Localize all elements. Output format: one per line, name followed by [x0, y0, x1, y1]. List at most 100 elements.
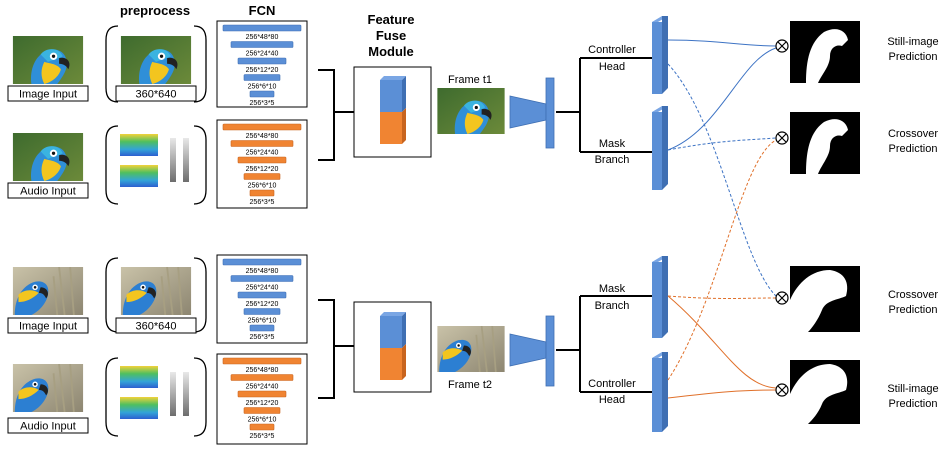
otimes-icon-2: [775, 131, 789, 145]
fcn-layer-label-audio2-5: 256*3*5: [250, 433, 275, 440]
branch-split-2: [556, 295, 652, 393]
fcn-layer-label-image2-1: 256*48*80: [246, 268, 279, 275]
fcn-layer-label-image2-5: 256*3*5: [250, 334, 275, 341]
spectrogram-2a: [120, 366, 158, 388]
fcn-layer-label-image2-3: 256*12*20: [246, 301, 279, 308]
preprocess-image-1: 360*640: [105, 25, 207, 103]
audio-input-label-2: Audio Input: [20, 421, 76, 433]
parrot-image-1: [12, 36, 84, 84]
fcn-layer-bar-image1-5: [249, 90, 275, 98]
top-mask-label-1: Mask: [599, 138, 626, 150]
fcn-layer-bar-audio1-2: [230, 140, 294, 147]
fcn-box-image-2: 256*48*80 256*24*40 256*12*20 256*6*10 256*3…: [216, 254, 308, 344]
fcn-layer-label-image1-2: 256*24*40: [246, 51, 279, 58]
prediction-2-line1: Crossover: [888, 128, 938, 140]
fcn-box-audio-1: 256*48*80 256*24*40 256*12*20 256*6*10 256*3…: [216, 119, 308, 209]
prediction-3-line1: Crossover: [888, 289, 938, 301]
prediction-1-line2: Prediction: [889, 51, 938, 63]
mask-still-image-1: [790, 21, 860, 83]
fcn-layer-bar-image2-5: [249, 324, 275, 332]
fcn-layer-bar-audio2-5: [249, 423, 275, 431]
fcn-layer-bar-audio2-1: [222, 357, 302, 365]
fcn-layer-label-image2-2: 256*24*40: [246, 285, 279, 292]
top-controller-label-1: Controller: [588, 44, 636, 56]
fcn-layer-bar-image2-1: [222, 258, 302, 266]
fcn-layer-label-audio1-5: 256*3*5: [250, 199, 275, 206]
bot-mask-label-1: Mask: [599, 283, 626, 295]
fcn-layer-label-image1-5: 256*3*5: [250, 100, 275, 107]
audio-input-label-1: Audio Input: [20, 186, 76, 198]
fcn-layer-bar-image1-3: [237, 57, 287, 65]
fcn-layer-bar-image1-4: [243, 74, 281, 81]
prediction-3-line2: Prediction: [889, 304, 938, 316]
fcn-layer-bar-audio1-1: [222, 123, 302, 131]
fcn-merge-bracket-2: [318, 299, 354, 399]
branch-split-1: [556, 57, 652, 153]
encoder-trapezoid-1: [509, 77, 555, 149]
fcn-layer-bar-audio2-3: [237, 390, 287, 398]
fcn-layer-label-audio1-1: 256*48*80: [246, 133, 279, 140]
bot-mask-label-2: Branch: [595, 300, 630, 312]
mask-still-image-2: [790, 360, 860, 424]
image-input-label-1: Image Input: [19, 89, 77, 101]
feature-fuse-module-2: [353, 301, 432, 393]
bot-controller-bar: [652, 352, 668, 432]
fcn-layer-label-audio1-4: 256*6*10: [248, 183, 277, 190]
frame-t1-image: [437, 88, 505, 134]
fcn-layer-label-image2-4: 256*6*10: [248, 318, 277, 325]
fcn-layer-bar-audio1-3: [237, 156, 287, 164]
resolution-label-1: 360*640: [136, 89, 177, 101]
feature-fuse-module-1: [353, 66, 432, 158]
gray-bar-1b: [183, 138, 189, 182]
fcn-layer-bar-audio1-5: [249, 189, 275, 197]
fcn-layer-label-audio2-1: 256*48*80: [246, 367, 279, 374]
gray-bar-2a: [170, 372, 176, 416]
top-controller-label-2: Head: [599, 61, 625, 73]
top-controller-bar: [652, 16, 668, 94]
otimes-icon-4: [775, 383, 789, 397]
ffm-header-line2: Fuse: [376, 28, 406, 43]
fcn-layer-bar-image2-2: [230, 275, 294, 282]
fcn-merge-bracket-1: [318, 69, 354, 161]
cross-connections: [667, 39, 777, 399]
fcn-box-image-1: 256*48*80256*24*40256*12*20256*6*10256*3…: [216, 20, 308, 108]
preprocess-image-2: 360*640: [105, 257, 207, 334]
encoder-trapezoid-2: [509, 315, 555, 387]
fcn-layer-label-audio2-2: 256*24*40: [246, 384, 279, 391]
ffm-header-line1: Feature: [368, 12, 415, 27]
parrot-image-3: [11, 267, 85, 315]
mask-crossover-1: [790, 112, 860, 174]
preprocessed-image-1: [120, 36, 192, 84]
preprocess-audio-1: [105, 125, 207, 205]
fcn-header: FCN: [249, 3, 276, 18]
frame-t1-label: Frame t1: [448, 74, 492, 86]
audio-input-2: Audio Input: [7, 364, 89, 434]
frame-t2-label: Frame t2: [448, 379, 492, 391]
gray-bar-1a: [170, 138, 176, 182]
top-mask-label-2: Branch: [595, 154, 630, 166]
prediction-2-line2: Prediction: [889, 143, 938, 155]
preprocess-audio-2: [105, 357, 207, 437]
preprocess-header: preprocess: [120, 3, 190, 18]
fcn-layer-label-audio1-2: 256*24*40: [246, 150, 279, 157]
fcn-layer-label-audio2-4: 256*6*10: [248, 417, 277, 424]
image-input-label-2: Image Input: [19, 321, 77, 333]
parrot-image-4: [11, 364, 85, 412]
top-mask-bar: [652, 106, 668, 190]
frame-t2-image: [436, 326, 506, 372]
fcn-layer-label-audio1-3: 256*12*20: [246, 166, 279, 173]
prediction-1-line1: Still-image: [887, 36, 938, 48]
fcn-layer-bar-audio1-4: [243, 173, 281, 180]
fcn-layer-label-image1-3: 256*12*20: [246, 67, 279, 74]
resolution-label-2: 360*640: [136, 321, 177, 333]
bot-controller-label-2: Head: [599, 394, 625, 406]
prediction-4-line1: Still-image: [887, 383, 938, 395]
prediction-4-line2: Prediction: [889, 398, 938, 410]
image-input-1: Image Input: [7, 36, 89, 102]
fcn-layer-bar-image2-4: [243, 308, 281, 315]
parrot-image-2: [12, 133, 84, 181]
fcn-layer-bar-image1-2: [230, 41, 294, 48]
fcn-layer-bar-image1-1: [222, 24, 302, 32]
image-input-2: Image Input: [7, 267, 89, 334]
